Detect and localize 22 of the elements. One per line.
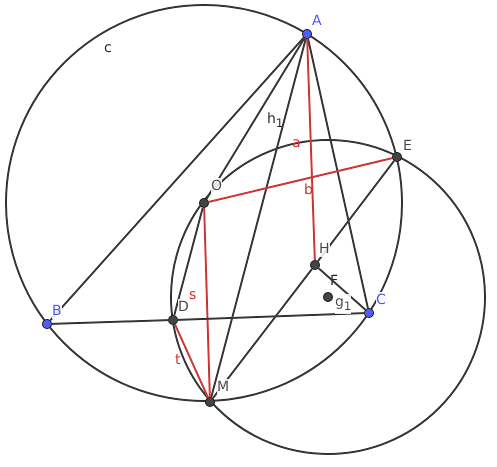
line-segment — [174, 324, 209, 398]
point-label: H — [319, 241, 330, 257]
line-segment — [173, 208, 204, 316]
line-segment — [206, 38, 306, 200]
point-label: O — [211, 178, 222, 194]
line-segment — [317, 160, 395, 262]
point-label: g$_{1}$ — [335, 294, 352, 314]
point-label: B — [52, 303, 62, 319]
point-label: M — [217, 379, 230, 395]
line-segment — [318, 268, 366, 310]
line-segment — [50, 37, 304, 321]
edge-label: t — [174, 353, 182, 368]
line-segment — [306, 38, 316, 260]
line-segment — [307, 38, 369, 308]
line-segment — [203, 208, 211, 398]
edge-label: s — [188, 288, 198, 303]
line-segment — [52, 319, 168, 325]
edge-label: h$_{1}$ — [266, 112, 284, 131]
line-segment — [212, 268, 313, 399]
line-segment — [178, 312, 364, 321]
line-segment — [208, 157, 392, 203]
line-segment — [210, 38, 307, 398]
